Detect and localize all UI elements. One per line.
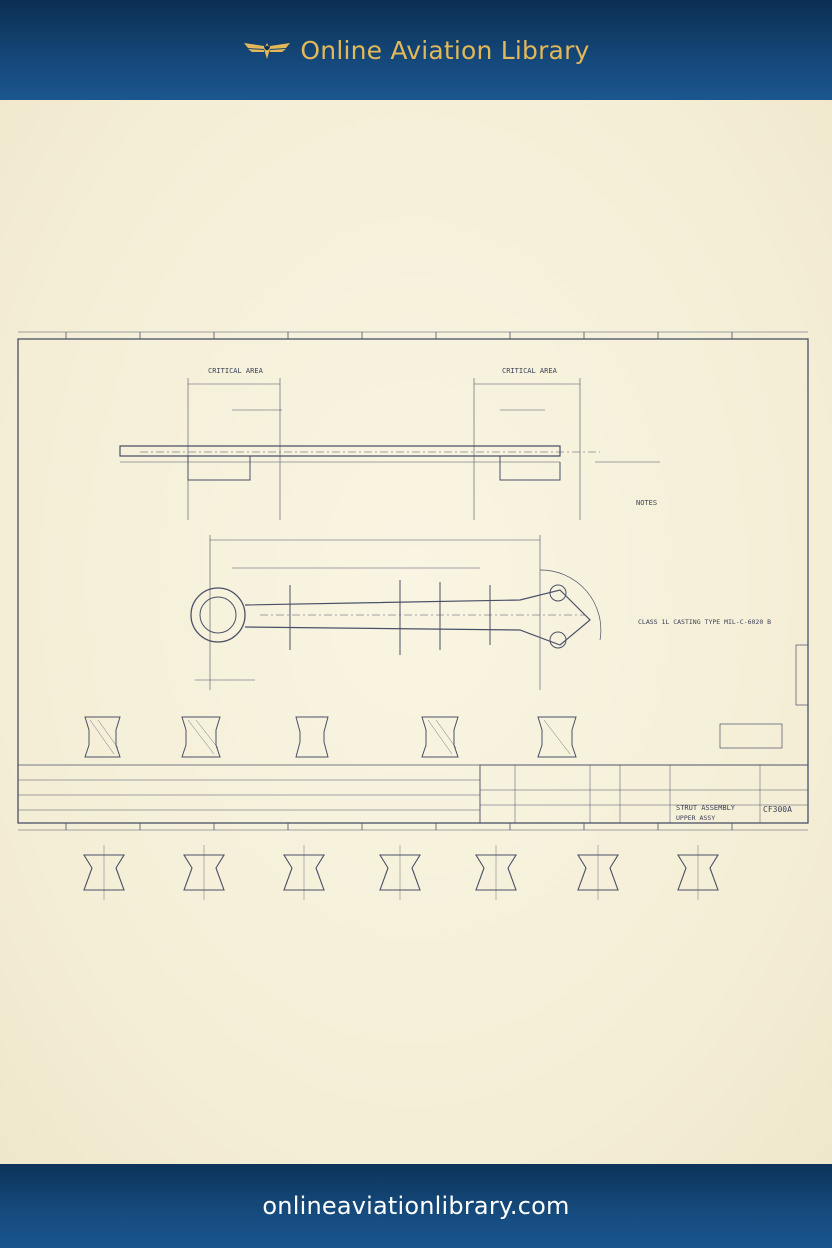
drawing-sheet: CRITICAL AREA CRITICAL AREA NOTES CLASS … — [0, 100, 832, 1164]
title-block-number: CF300A — [763, 805, 792, 814]
site-footer: onlineaviationlibrary.com — [0, 1164, 832, 1248]
critical-area-left-label: CRITICAL AREA — [208, 367, 264, 375]
class-note: CLASS 1L CASTING TYPE MIL-C-6020 B — [638, 618, 771, 626]
notes-heading: NOTES — [636, 499, 657, 507]
critical-area-right-label: CRITICAL AREA — [502, 367, 558, 375]
title-block-part: UPPER ASSY — [676, 814, 715, 822]
engineering-drawing: CRITICAL AREA CRITICAL AREA NOTES CLASS … — [17, 331, 809, 900]
site-header: Online Aviation Library — [0, 0, 832, 100]
footer-url[interactable]: onlineaviationlibrary.com — [262, 1192, 570, 1220]
brand-name: Online Aviation Library — [300, 35, 590, 65]
title-block-name: STRUT ASSEMBLY — [676, 804, 736, 812]
winged-emblem-icon — [244, 43, 291, 59]
brand[interactable]: Online Aviation Library — [242, 36, 589, 65]
